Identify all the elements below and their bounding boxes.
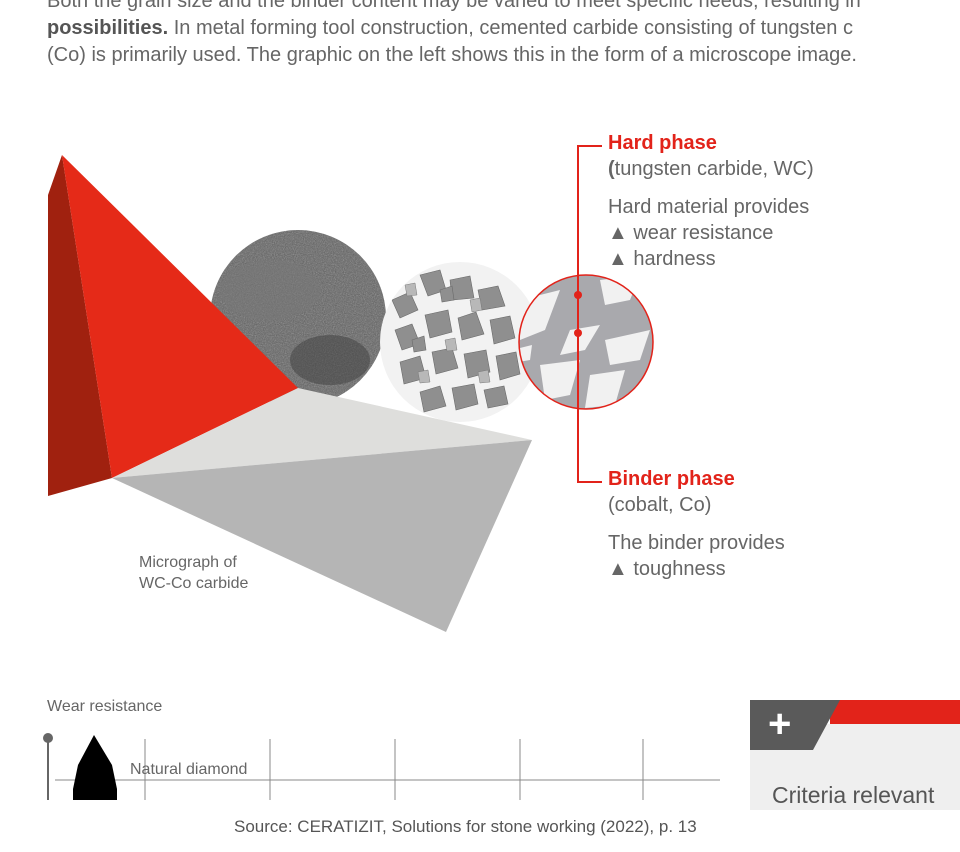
wear-resistance-axis-title: Wear resistance bbox=[47, 698, 163, 715]
intro-bold: possibilities. bbox=[47, 17, 169, 39]
binder-phase-item: ▲ toughness bbox=[608, 558, 726, 580]
magnified-circle bbox=[519, 275, 653, 409]
binder-phase-marker bbox=[574, 329, 582, 337]
carbide-illustration bbox=[48, 145, 654, 632]
intro-line-3: (Co) is primarily used. The graphic on t… bbox=[47, 44, 857, 66]
intro-line-2-rest: In metal forming tool construction, ceme… bbox=[168, 17, 853, 39]
source-citation: Source: CERATIZIT, Solutions for stone w… bbox=[234, 817, 697, 836]
intro-line-2: possibilities. In metal forming tool con… bbox=[47, 15, 960, 42]
card-accent-band bbox=[830, 700, 960, 724]
criteria-card: + Criteria relevant bbox=[750, 700, 960, 810]
micrograph-caption-line: WC-Co carbide bbox=[139, 575, 249, 592]
hard-phase-callout: Hard phase (tungsten carbide, WC) Hard m… bbox=[608, 132, 814, 272]
micrograph-caption-line: Micrograph of bbox=[139, 554, 237, 571]
card-title: Criteria relevant bbox=[772, 782, 935, 808]
binder-phase-title: Binder phase bbox=[608, 468, 735, 490]
hard-phase-item: ▲ wear resistance bbox=[608, 222, 774, 244]
hard-phase-title: Hard phase bbox=[608, 132, 717, 154]
pyramid-top-face bbox=[112, 388, 532, 478]
hard-phase-item: ▲ hardness bbox=[608, 248, 716, 270]
intro-paragraph: Both the grain size and the binder conte… bbox=[47, 0, 960, 69]
binder-phase-intro: The binder provides bbox=[608, 532, 785, 554]
grain-structure-image bbox=[380, 262, 540, 422]
pyramid-front-face bbox=[62, 155, 298, 478]
pyramid-bottom-face bbox=[112, 440, 532, 632]
plus-icon: + bbox=[768, 702, 792, 746]
binder-phase-subtitle: (cobalt, Co) bbox=[608, 494, 712, 516]
hard-phase-marker bbox=[574, 291, 582, 299]
pyramid-left-face bbox=[48, 155, 112, 496]
intro-line-1: Both the grain size and the binder conte… bbox=[47, 0, 861, 12]
wear-resistance-chart bbox=[43, 733, 720, 800]
micrograph-caption: Micrograph of WC-Co carbide bbox=[139, 552, 248, 594]
hard-phase-intro: Hard material provides bbox=[608, 196, 810, 218]
binder-phase-callout: Binder phase (cobalt, Co) The binder pro… bbox=[608, 468, 785, 582]
powder-image bbox=[210, 230, 386, 406]
hard-phase-paren: ( bbox=[608, 158, 615, 180]
callout-bracket bbox=[577, 145, 602, 483]
hard-phase-subtitle-text: tungsten carbide, WC) bbox=[614, 158, 814, 180]
natural-diamond-label: Natural diamond bbox=[130, 761, 248, 778]
diamond-icon bbox=[73, 735, 117, 800]
hard-phase-subtitle: (tungsten carbide, WC) bbox=[608, 156, 814, 182]
